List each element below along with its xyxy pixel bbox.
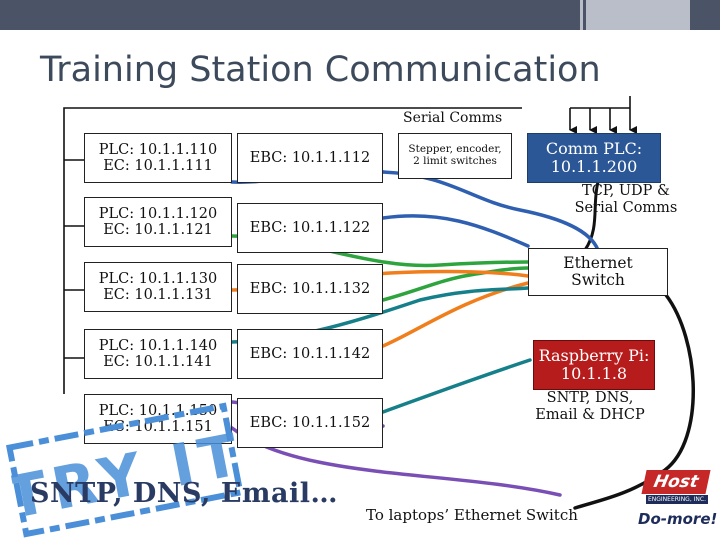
host-logo: Host ENGINEERING, INC. Do-more! — [636, 470, 717, 530]
slide-title: Training Station Communication — [40, 50, 601, 90]
stepper-label: 2 limit switches — [413, 155, 497, 167]
plc-address: PLC: 10.1.1.130 — [98, 270, 218, 287]
ec-address: EC: 10.1.1.131 — [103, 287, 213, 303]
plc-box-2: PLC: 10.1.1.120 EC: 10.1.1.121 — [84, 197, 232, 247]
comm-plc-note-line: TCP, UDP & — [582, 183, 670, 199]
comm-plc-note-line: Serial Comms — [574, 199, 678, 216]
plc-box-4: PLC: 10.1.1.140 EC: 10.1.1.141 — [84, 329, 232, 379]
plc-address: PLC: 10.1.1.110 — [98, 141, 218, 158]
ebc-box-2: EBC: 10.1.1.122 — [237, 203, 383, 253]
cable-green — [381, 266, 530, 302]
comm-plc-note: TCP, UDP & Serial Comms — [566, 183, 686, 216]
top-banner — [0, 0, 720, 30]
banner-block — [583, 0, 586, 30]
plc-address: PLC: 10.1.1.150 — [98, 402, 218, 419]
ebc-address: EBC: 10.1.1.142 — [249, 345, 371, 362]
banner-block — [0, 0, 580, 30]
try-it-stamp: TRY IT — [4, 402, 246, 538]
ebc-box-1: EBC: 10.1.1.112 — [237, 133, 383, 183]
serial-comms-label: Serial Comms — [403, 110, 503, 126]
ebc-box-3: EBC: 10.1.1.132 — [237, 264, 383, 314]
cable-commplc-switch — [583, 181, 600, 251]
ebc-box-5: EBC: 10.1.1.152 — [237, 398, 383, 448]
logo-domore: Do-more! — [638, 510, 718, 528]
pi-note: SNTP, DNS, Email & DHCP — [522, 390, 658, 423]
plc-box-1: PLC: 10.1.1.110 EC: 10.1.1.111 — [84, 133, 232, 183]
pi-note-line: Email & DHCP — [535, 406, 645, 423]
comm-plc-box: Comm PLC: 10.1.1.200 — [527, 133, 661, 183]
banner-block — [690, 0, 720, 30]
stepper-box: Stepper, encoder, 2 limit switches — [398, 133, 512, 179]
switch-label: Ethernet — [563, 253, 633, 272]
stepper-label: Stepper, encoder, — [408, 143, 502, 156]
plc-address: PLC: 10.1.1.140 — [98, 337, 218, 354]
comm-plc-address: 10.1.1.200 — [550, 157, 638, 176]
pi-note-line: SNTP, DNS, — [546, 390, 634, 406]
ec-address: EC: 10.1.1.141 — [103, 354, 213, 370]
ebc-address: EBC: 10.1.1.122 — [249, 219, 371, 236]
ethernet-switch-box: Ethernet Switch — [528, 248, 668, 296]
ebc-box-4: EBC: 10.1.1.142 — [237, 329, 383, 379]
switch-label: Switch — [571, 271, 625, 289]
services-text: SNTP, DNS, Email… — [30, 478, 338, 509]
laptops-switch-label: To laptops’ Ethernet Switch — [366, 506, 578, 524]
plc-box-3: PLC: 10.1.1.130 EC: 10.1.1.131 — [84, 262, 232, 312]
pi-label: Raspberry Pi: — [538, 346, 650, 366]
comm-plc-label: Comm PLC: — [545, 139, 643, 159]
logo-host: Host — [641, 470, 711, 494]
ec-address: EC: 10.1.1.121 — [103, 222, 213, 238]
cable-blue — [381, 214, 530, 248]
ebc-address: EBC: 10.1.1.152 — [249, 414, 371, 431]
raspberry-pi-box: Raspberry Pi: 10.1.1.8 — [533, 340, 655, 390]
cable-teal — [381, 358, 532, 414]
cable-orange — [573, 293, 695, 510]
plc-address: PLC: 10.1.1.120 — [98, 205, 218, 222]
pi-address: 10.1.1.8 — [560, 364, 628, 383]
logo-host-sub: ENGINEERING, INC. — [646, 495, 708, 504]
ebc-address: EBC: 10.1.1.112 — [249, 149, 371, 166]
ec-address: EC: 10.1.1.111 — [103, 158, 213, 174]
ebc-address: EBC: 10.1.1.132 — [249, 280, 371, 297]
serial-bus-line — [63, 107, 522, 394]
